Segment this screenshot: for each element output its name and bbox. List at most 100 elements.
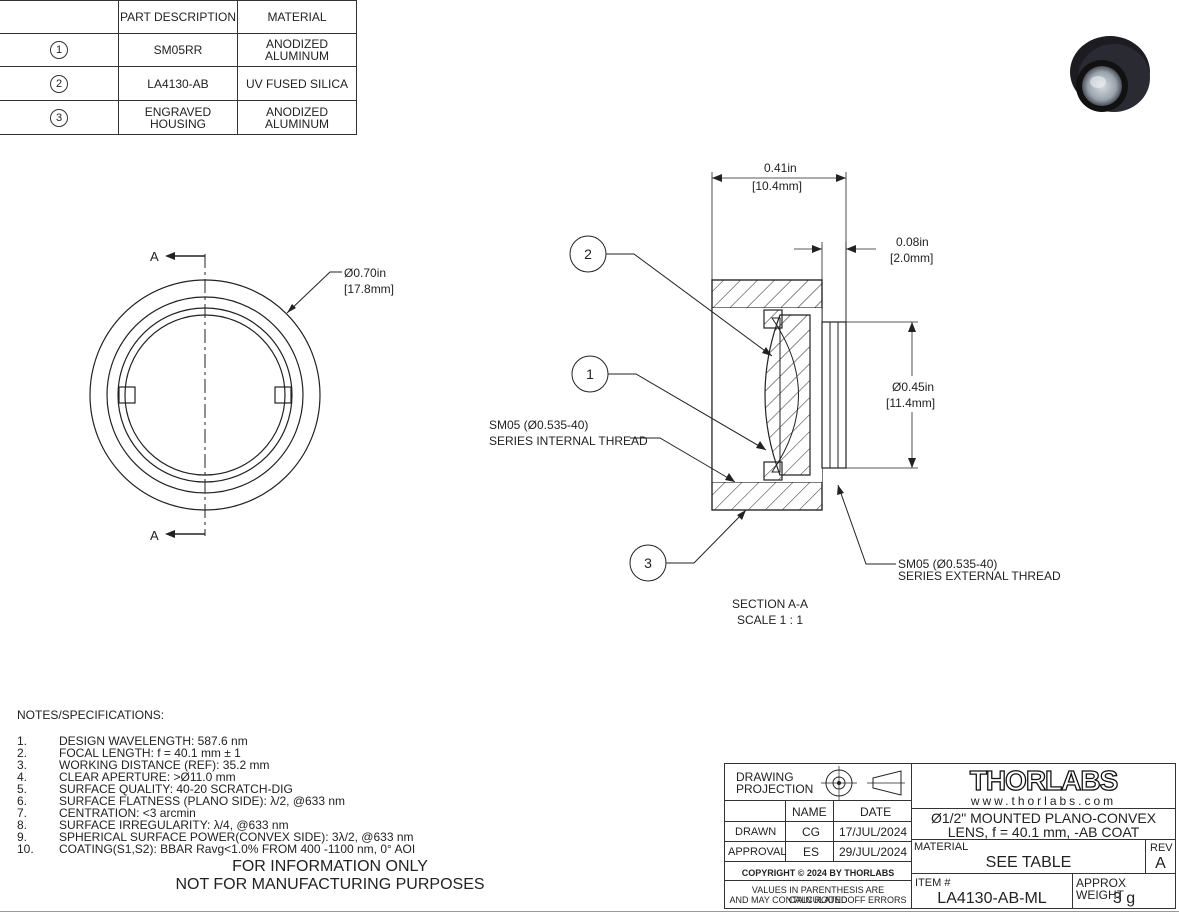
drawing-projection-cell: DRAWING PROJECTION <box>724 763 912 801</box>
list-item: 9.SPHERICAL SURFACE POWER(CONVEX SIDE): … <box>17 830 414 844</box>
description-cell: SM05RR <box>118 33 238 67</box>
brand-cell: THORLABS www.thorlabs.com <box>911 763 1176 809</box>
notes-section: NOTES/SPECIFICATIONS: 1.DESIGN WAVELENGT… <box>17 709 415 855</box>
weight-label: APPROX WEIGHT <box>1076 876 1127 902</box>
ring-slot <box>274 386 292 404</box>
external-thread-leader <box>837 484 896 565</box>
item-label: ITEM # <box>915 877 951 889</box>
diameter-mm-label: [17.8mm] <box>344 282 394 296</box>
section-label-top: A <box>150 249 159 264</box>
material-cell: UV FUSED SILICA <box>237 66 357 101</box>
projection-label-line2: PROJECTION <box>736 782 814 796</box>
item-number-cell: ITEM # LA4130-AB-ML <box>911 873 1073 909</box>
name-date-header-row: NAME DATE <box>724 800 912 822</box>
item-value: LA4130-AB-ML <box>937 890 1047 907</box>
projection-label-line1: DRAWING <box>736 770 794 784</box>
weight-cell: APPROX WEIGHT 3 g <box>1072 873 1176 909</box>
length-inch-label: 0.41in <box>764 161 797 175</box>
front-view: A A Ø0.70in [17.8mm] <box>89 249 394 543</box>
thread-length-inch-label: 0.08in <box>896 235 929 249</box>
section-arrow-head <box>165 530 175 538</box>
product-photo <box>1070 36 1150 112</box>
part-title-line2: LENS, f = 40.1 mm, -AB COAT <box>947 824 1140 840</box>
weight-value: 3 g <box>1112 890 1136 907</box>
approval-name: ES <box>803 845 820 859</box>
thorlabs-logo: THORLABS <box>969 765 1119 796</box>
section-caption: SECTION A-A <box>732 597 808 611</box>
drawn-label: DRAWN <box>735 826 777 838</box>
table-row: 2 LA4130-AB UV FUSED SILICA <box>0 66 357 101</box>
length-mm-label: [10.4mm] <box>752 179 802 193</box>
name-header: NAME <box>792 805 827 819</box>
part-title-line1: Ø1/2" MOUNTED PLANO-CONVEX <box>930 810 1157 826</box>
list-item: 8.SURFACE IRREGULARITY: λ/4, @633 nm <box>17 818 289 832</box>
diameter-leader <box>286 271 342 314</box>
table-row: 1 SM05RR ANODIZED ALUMINUM <box>0 33 357 67</box>
external-thread-section <box>821 321 847 469</box>
rev-value: A <box>1155 855 1166 872</box>
material-cell: MATERIAL SEE TABLE <box>911 839 1146 874</box>
list-item: 7.CENTRATION: <3 arcmin <box>17 806 196 820</box>
external-thread-callout-line2: SERIES EXTERNAL THREAD <box>898 569 1061 583</box>
internal-thread-callout-line1: SM05 (Ø0.535-40) <box>489 418 588 432</box>
list-item: 3.WORKING DISTANCE (REF): 35.2 mm <box>17 758 270 772</box>
list-item: 5.SURFACE QUALITY: 40-20 SCRATCH-DIG <box>17 782 293 796</box>
external-thread-callout-line1: SM05 (Ø0.535-40) <box>898 557 997 571</box>
parts-table-header: PART DESCRIPTION MATERIAL <box>0 0 357 34</box>
copyright-text: COPYRIGHT © 2024 BY THORLABS <box>741 868 895 878</box>
disclaimer-line1: FOR INFORMATION ONLY <box>232 858 428 875</box>
list-item: 10.COATING(S1,S2): BBAR Ravg<1.0% FROM 4… <box>17 842 416 856</box>
header-item <box>0 0 119 34</box>
drawn-date: 17/JUL/2024 <box>839 825 908 839</box>
item-balloon: 1 <box>50 41 68 59</box>
item-balloon: 3 <box>50 108 68 127</box>
ring-slot <box>118 386 136 404</box>
list-item: 1.DESIGN WAVELENGTH: 587.6 nm <box>17 734 248 748</box>
housing-wall-bottom <box>711 481 823 511</box>
third-angle-projection-icon <box>821 766 905 800</box>
thread-diameter-inch-label: Ø0.45in <box>892 380 934 394</box>
material-value: SEE TABLE <box>985 854 1072 871</box>
disclaimer: FOR INFORMATION ONLY NOT FOR MANUFACTURI… <box>130 858 530 894</box>
description-cell: LA4130-AB <box>118 66 238 101</box>
item-cell: 1 <box>0 33 119 67</box>
thread-length-mm-label: [2.0mm] <box>890 251 933 265</box>
copyright-row: COPYRIGHT © 2024 BY THORLABS <box>724 861 912 881</box>
material-cell: ANODIZED ALUMINUM <box>237 100 357 135</box>
section-view: 0.41in [10.4mm] 0.08in [2.0mm] Ø0.45in [… <box>489 161 1061 627</box>
balloon-3-label: 3 <box>644 555 652 571</box>
item-cell: 2 <box>0 66 119 101</box>
page-border-bottom <box>0 911 1179 912</box>
description-cell: ENGRAVED HOUSING <box>118 100 238 135</box>
approval-date: 29/JUL/2024 <box>839 845 908 859</box>
scale-caption: SCALE 1 : 1 <box>737 613 803 627</box>
item-balloon: 2 <box>50 74 68 93</box>
section-arrow-head <box>165 252 175 260</box>
parts-table: PART DESCRIPTION MATERIAL 1 SM05RR ANODI… <box>0 0 357 135</box>
rev-cell: REV A <box>1145 839 1176 874</box>
header-material: MATERIAL <box>237 0 357 34</box>
balloon-1-label: 1 <box>586 366 594 382</box>
rev-label: REV <box>1150 842 1173 854</box>
internal-thread-callout-line2: SERIES INTERNAL THREAD <box>489 434 648 448</box>
website: www.thorlabs.com <box>970 794 1117 808</box>
values-note-row: VALUES IN PARENTHESIS ARE CALCULATED AND… <box>724 880 912 909</box>
balloon-2-leader <box>606 253 773 357</box>
values-note-line1: VALUES IN PARENTHESIS ARE CALCULATED <box>751 885 885 905</box>
drawn-row: DRAWN CG 17/JUL/2024 <box>724 821 912 842</box>
table-row: 3 ENGRAVED HOUSING ANODIZED ALUMINUM <box>0 100 357 135</box>
list-item: 2.FOCAL LENGTH: f = 40.1 mm ± 1 <box>17 746 241 760</box>
section-label-bottom: A <box>150 528 159 543</box>
internal-thread-leader <box>630 437 736 483</box>
notes-heading: NOTES/SPECIFICATIONS: <box>17 708 165 722</box>
housing-wall-top <box>711 279 823 309</box>
item-cell: 3 <box>0 100 119 135</box>
balloon-3-leader <box>666 509 747 564</box>
values-note-line2: AND MAY CONTAIN ROUNDOFF ERRORS <box>729 895 907 905</box>
header-part-description: PART DESCRIPTION <box>118 0 238 34</box>
balloon-2-label: 2 <box>584 246 592 262</box>
list-item: 6.SURFACE FLATNESS (PLANO SIDE): λ/2, @6… <box>17 794 346 808</box>
drawn-name: CG <box>802 825 820 839</box>
material-cell: ANODIZED ALUMINUM <box>237 33 357 67</box>
approval-label: APPROVAL <box>728 846 787 858</box>
